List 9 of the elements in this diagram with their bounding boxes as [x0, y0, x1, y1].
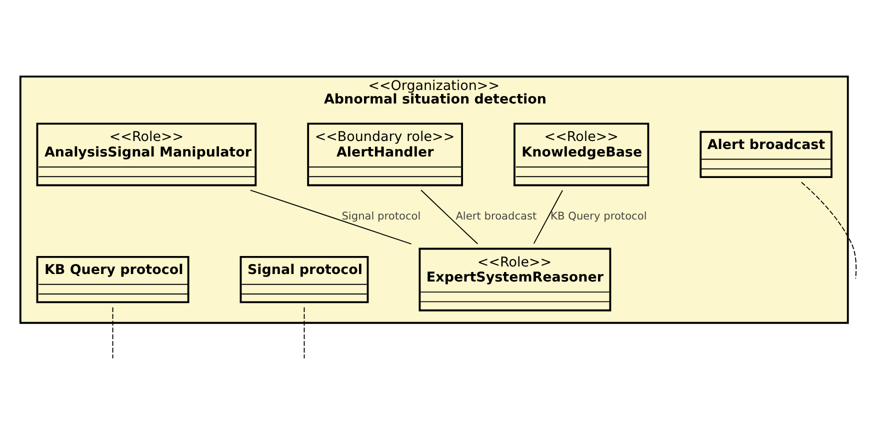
- connector: [533, 189, 563, 244]
- connector: [250, 189, 412, 244]
- edge-label: KB Query protocol: [550, 210, 647, 222]
- connector: [420, 189, 478, 244]
- connector: [112, 306, 114, 358]
- edge-label: Alert broadcast: [456, 210, 537, 222]
- edge-label: Signal protocol: [342, 210, 421, 222]
- connector: [304, 306, 305, 358]
- connector: [800, 181, 857, 279]
